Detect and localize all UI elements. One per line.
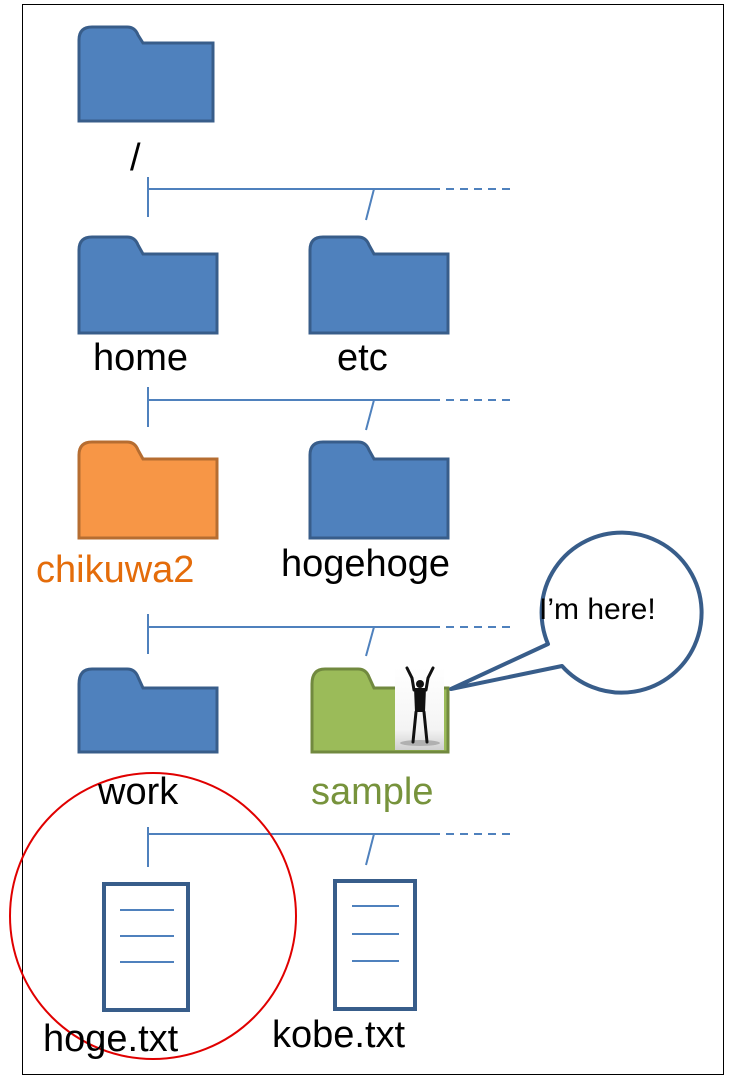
- folder-label-chikuwa2: chikuwa2: [36, 549, 195, 591]
- connector-level-2: [147, 387, 510, 431]
- folder-icon: [77, 25, 215, 123]
- text-file-icon: [102, 882, 190, 1012]
- folder-icon: [308, 235, 450, 335]
- folder-icon: [77, 235, 219, 335]
- folder-label-root: /: [130, 137, 141, 179]
- folder-label-home: home: [93, 337, 189, 379]
- person-arms-up-icon: [395, 666, 444, 750]
- folder-label-hogehoge: hogehoge: [281, 543, 451, 585]
- highlight-circle: [9, 772, 297, 1060]
- connector-level-3: [147, 614, 510, 657]
- callout-text: I’m here!: [539, 593, 656, 626]
- diagram-frame: [22, 4, 724, 1075]
- folder-label-sample: sample: [311, 771, 434, 813]
- folder-icon: [77, 667, 219, 754]
- folder-label-work: work: [98, 771, 179, 813]
- speech-bubble: [449, 530, 704, 695]
- connector-level-1: [147, 177, 510, 221]
- folder-icon: [308, 440, 450, 540]
- text-file-icon: [333, 879, 417, 1011]
- folder-icon: [77, 440, 219, 540]
- connector-level-4: [147, 827, 510, 867]
- file-label-kobe-txt: kobe.txt: [272, 1014, 406, 1056]
- folder-label-etc: etc: [337, 337, 388, 379]
- file-label-hoge-txt: hoge.txt: [43, 1018, 179, 1060]
